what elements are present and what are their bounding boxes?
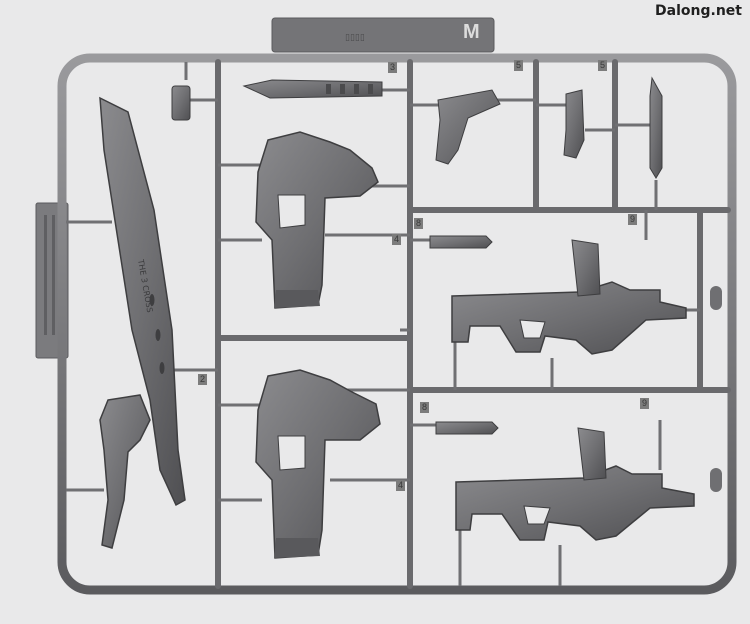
pistol-trigger-guard-lower: [277, 435, 306, 471]
part-number-2: 2: [198, 374, 208, 385]
part-number-8-lower: 8: [420, 402, 430, 413]
part-number-4-lower: 4: [396, 480, 406, 491]
knife-serrations: [326, 84, 373, 94]
smg-magazine-upper: [571, 239, 601, 297]
smg-frame-lower: [455, 465, 695, 541]
sprue-top-tab: [271, 17, 495, 53]
barrel-rod-lower: [435, 421, 499, 435]
smg-grip-hole-lower: [523, 505, 551, 525]
knife-part: [242, 79, 383, 99]
barrel-rod-upper: [429, 235, 493, 249]
part-number-3: 3: [388, 62, 398, 73]
pistol-frame-upper: [255, 131, 379, 309]
sword-blade: [99, 96, 186, 507]
pistol-trigger-guard-upper: [277, 194, 306, 229]
part-number-8-upper: 8: [414, 218, 424, 229]
tab-engraving: ▯▯▯▯: [345, 33, 365, 43]
sprue-frame: [57, 53, 737, 595]
sprue-runners: [215, 59, 731, 589]
part-number-4-upper: 4: [392, 234, 402, 245]
sprue-gates: [66, 62, 700, 586]
blade-holes: [149, 294, 165, 374]
pistol-butt-lower: [274, 538, 320, 558]
pistol-butt-upper: [274, 290, 320, 308]
watermark-label: Dalong.net: [655, 3, 742, 19]
smg-grip-hole-upper: [519, 319, 546, 339]
small-handle-part: [563, 89, 585, 159]
part-number-5-right: 5: [598, 60, 608, 71]
blade-stick-part: [649, 76, 663, 179]
part-number-5-left: 5: [514, 60, 524, 71]
sword-hilt: [99, 394, 151, 549]
arm-accessory-part: [435, 89, 501, 165]
sprue-letter: M: [463, 21, 480, 43]
runner-knobs: [710, 286, 722, 492]
part-number-9-upper: 9: [628, 214, 638, 225]
pistol-frame-lower: [255, 369, 381, 559]
smg-magazine-lower: [577, 427, 607, 481]
smg-frame-upper: [451, 281, 687, 355]
small-bracket-part: [171, 85, 191, 121]
left-tab-engraving: [44, 215, 55, 335]
part-number-9-lower: 9: [640, 398, 650, 409]
